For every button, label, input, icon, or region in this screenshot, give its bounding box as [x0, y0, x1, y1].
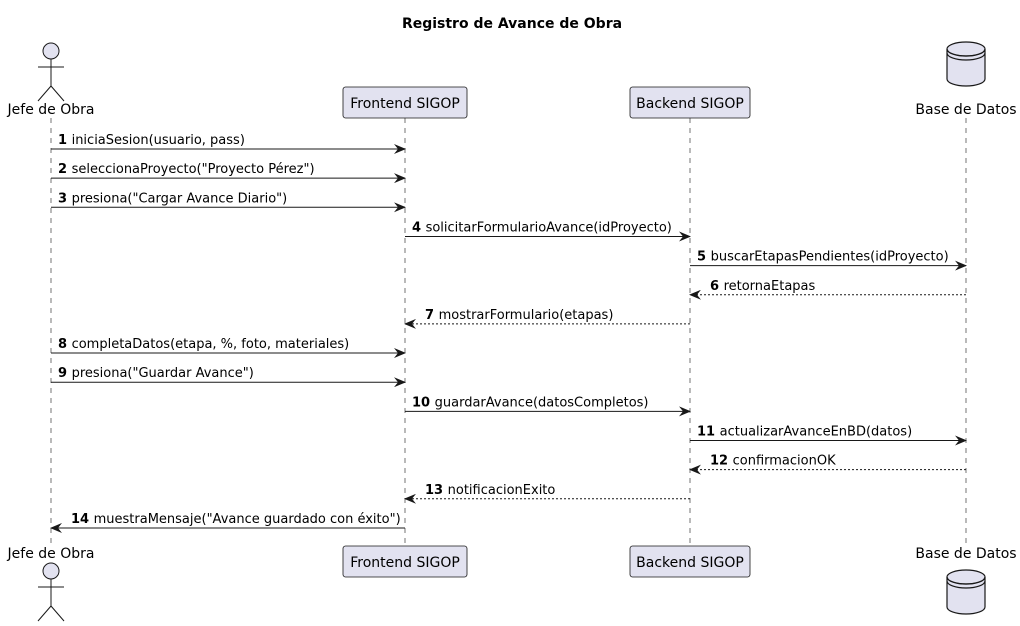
message-label: retornaEtapas [724, 279, 816, 294]
participant-back-bottom: Backend SIGOP [629, 545, 751, 578]
message-5: 5 buscarEtapasPendientes(idProyecto) [690, 250, 967, 271]
message-label: completaDatos(etapa, %, foto, materiales… [72, 337, 350, 352]
participant-db-bottom: Base de Datos [915, 546, 1017, 615]
messages: 1 iniciaSesion(usuario, pass)2 seleccion… [50, 133, 967, 533]
message-text: 4 solicitarFormularioAvance(idProyecto) [412, 220, 672, 235]
message-number: 9 [58, 366, 72, 381]
message-text: 7 mostrarFormulario(etapas) [425, 308, 613, 323]
participant-db-top: Base de Datos [915, 41, 1017, 118]
message-text: 10 guardarAvance(datosCompletos) [412, 395, 649, 410]
message-label: confirmacionOK [733, 454, 836, 469]
message-14: 14 muestraMensaje("Avance guardado con é… [50, 512, 405, 533]
database-icon [946, 41, 986, 87]
message-number: 8 [58, 337, 72, 352]
message-text: 2 seleccionaProyecto("Proyecto Pérez") [58, 162, 315, 177]
participant-back-top: Backend SIGOP [629, 86, 751, 119]
message-text: 1 iniciaSesion(usuario, pass) [58, 133, 245, 148]
participant-label: Frontend SIGOP [350, 96, 460, 112]
message-2: 2 seleccionaProyecto("Proyecto Pérez") [51, 162, 406, 184]
message-number: 3 [58, 191, 72, 206]
actor-icon [37, 42, 65, 102]
message-number: 7 [425, 308, 439, 323]
message-number: 2 [58, 162, 72, 177]
participant-label: Base de Datos [915, 546, 1016, 562]
message-label: guardarAvance(datosCompletos) [435, 395, 649, 410]
participant-label: Base de Datos [915, 102, 1016, 118]
message-label: iniciaSesion(usuario, pass) [72, 133, 245, 148]
message-label: solicitarFormularioAvance(idProyecto) [426, 220, 672, 235]
message-number: 1 [58, 133, 72, 148]
message-number: 5 [697, 250, 711, 265]
participant-label: Backend SIGOP [636, 96, 744, 112]
message-10: 10 guardarAvance(datosCompletos) [405, 395, 691, 417]
message-number: 14 [71, 512, 94, 527]
message-number: 4 [412, 220, 426, 235]
message-label: presiona("Guardar Avance") [72, 366, 254, 381]
message-4: 4 solicitarFormularioAvance(idProyecto) [405, 220, 691, 242]
actor-icon [37, 562, 65, 622]
message-number: 6 [710, 279, 724, 294]
message-3: 3 presiona("Cargar Avance Diario") [51, 191, 406, 213]
message-1: 1 iniciaSesion(usuario, pass) [51, 133, 406, 154]
message-label: muestraMensaje("Avance guardado con éxit… [94, 512, 401, 527]
participant-label: Jefe de Obra [7, 102, 95, 118]
diagram-title: Registro de Avance de Obra [402, 16, 622, 32]
message-text: 12 confirmacionOK [710, 454, 836, 469]
message-number: 11 [697, 425, 720, 440]
participant-jefe-bottom: Jefe de Obra [7, 546, 95, 622]
message-13: 13 notificacionExito [404, 483, 690, 504]
message-11: 11 actualizarAvanceEnBD(datos) [690, 425, 967, 446]
message-label: actualizarAvanceEnBD(datos) [720, 425, 913, 440]
message-text: 3 presiona("Cargar Avance Diario") [58, 191, 287, 206]
database-icon [946, 569, 986, 615]
message-9: 9 presiona("Guardar Avance") [51, 366, 406, 388]
participant-label: Backend SIGOP [636, 555, 744, 571]
participant-jefe-top: Jefe de Obra [7, 42, 95, 118]
lifelines [50, 118, 967, 545]
participant-box [342, 545, 468, 578]
message-7: 7 mostrarFormulario(etapas) [404, 308, 690, 329]
message-12: 12 confirmacionOK [689, 454, 966, 475]
participant-front-top: Frontend SIGOP [342, 86, 468, 119]
message-label: presiona("Cargar Avance Diario") [72, 191, 288, 206]
participant-label: Jefe de Obra [7, 546, 95, 562]
participant-box [629, 545, 751, 578]
message-label: seleccionaProyecto("Proyecto Pérez") [72, 162, 315, 177]
message-text: 14 muestraMensaje("Avance guardado con é… [71, 512, 401, 527]
message-text: 8 completaDatos(etapa, %, foto, material… [58, 337, 349, 352]
participant-label: Frontend SIGOP [350, 555, 460, 571]
participant-box [629, 86, 751, 119]
message-text: 6 retornaEtapas [710, 279, 816, 294]
message-text: 9 presiona("Guardar Avance") [58, 366, 254, 381]
message-number: 10 [412, 395, 435, 410]
message-number: 12 [710, 454, 733, 469]
message-number: 13 [425, 483, 448, 498]
message-6: 6 retornaEtapas [689, 279, 966, 300]
message-label: buscarEtapasPendientes(idProyecto) [711, 250, 949, 265]
message-label: notificacionExito [448, 483, 556, 498]
message-label: mostrarFormulario(etapas) [439, 308, 614, 323]
participant-box [342, 86, 468, 119]
participant-front-bottom: Frontend SIGOP [342, 545, 468, 578]
message-text: 13 notificacionExito [425, 483, 555, 498]
message-text: 5 buscarEtapasPendientes(idProyecto) [697, 250, 949, 265]
message-8: 8 completaDatos(etapa, %, foto, material… [51, 337, 406, 359]
message-text: 11 actualizarAvanceEnBD(datos) [697, 425, 912, 440]
